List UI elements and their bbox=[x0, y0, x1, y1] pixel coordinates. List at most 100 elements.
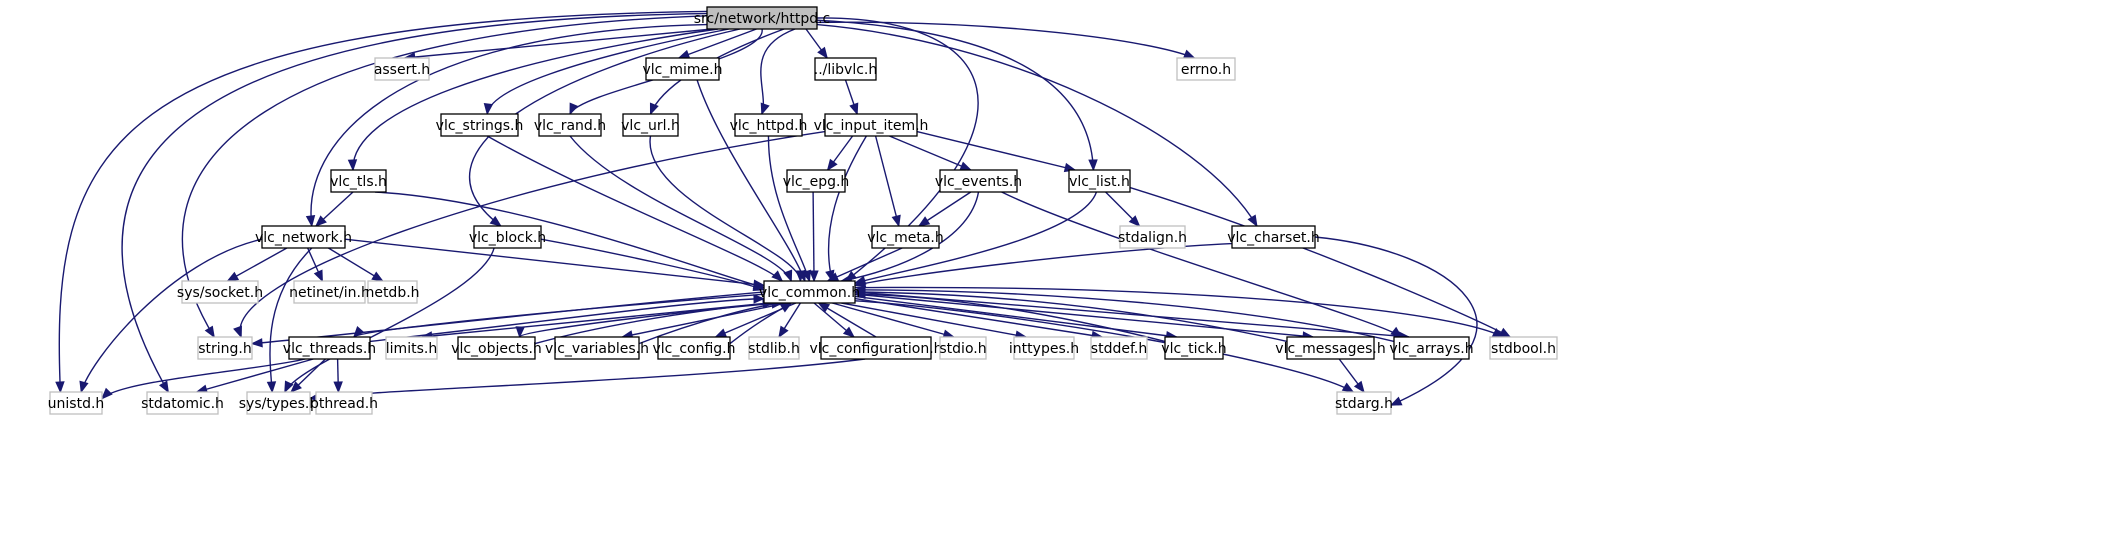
edge-line bbox=[1314, 236, 1478, 406]
edge-arrowhead bbox=[1128, 215, 1141, 227]
node-label: vlc_messages.h bbox=[1275, 341, 1385, 357]
node-pthread-h: pthread.h bbox=[310, 391, 378, 415]
edge-httpd-h-to-common bbox=[767, 135, 811, 283]
node-vlc-objects-h[interactable]: vlc_objects.h bbox=[451, 336, 542, 360]
node-label: vlc_block.h bbox=[469, 230, 546, 246]
node-label: stdalign.h bbox=[1118, 230, 1187, 246]
edge-input-item-to-string bbox=[233, 130, 826, 339]
edge-line bbox=[678, 28, 757, 59]
edge-line bbox=[196, 358, 314, 393]
edge-epg-to-common bbox=[809, 191, 819, 283]
edge-arrowhead bbox=[313, 269, 323, 283]
node-label: vlc_common.h bbox=[759, 285, 860, 301]
node-vlc-rand-h[interactable]: vlc_rand.h bbox=[534, 113, 606, 137]
node-label: stddef.h bbox=[1091, 341, 1147, 357]
edge-arrowhead bbox=[917, 216, 931, 227]
node-box bbox=[939, 169, 1018, 193]
node-vlc-block-h[interactable]: vlc_block.h bbox=[469, 225, 546, 249]
edge-line bbox=[328, 247, 384, 282]
node-vlc-variables-h[interactable]: vlc_variables.h bbox=[545, 336, 649, 360]
edge-arrowhead bbox=[826, 158, 838, 172]
node-box bbox=[706, 6, 818, 30]
edge-arrowhead bbox=[801, 269, 811, 283]
node-vlc-charset-h[interactable]: vlc_charset.h bbox=[1227, 225, 1320, 249]
node-label: vlc_configuration.h bbox=[809, 341, 942, 357]
node-box bbox=[457, 336, 536, 360]
node-vlc-mime-h[interactable]: vlc_mime.h bbox=[643, 57, 723, 81]
node-vlc-list-h[interactable]: vlc_list.h bbox=[1068, 169, 1131, 193]
node-label: vlc_network.h bbox=[255, 230, 352, 246]
node-box bbox=[820, 336, 932, 360]
edge-arrowhead bbox=[314, 215, 327, 227]
node-box bbox=[554, 336, 640, 360]
node-label: netdb.h bbox=[365, 285, 419, 301]
node-label: errno.h bbox=[1181, 62, 1231, 78]
node-vlc-url-h[interactable]: vlc_url.h bbox=[621, 113, 680, 137]
node-label: vlc_charset.h bbox=[1227, 230, 1320, 246]
node-netdb-h: netdb.h bbox=[365, 280, 420, 304]
edge-arrowhead bbox=[1247, 214, 1258, 228]
node-vlc-messages-h[interactable]: vlc_messages.h bbox=[1275, 336, 1386, 360]
node-box bbox=[871, 225, 940, 249]
edge-line bbox=[812, 191, 815, 282]
edge-arrowhead bbox=[569, 102, 579, 116]
node-box bbox=[1176, 57, 1236, 81]
edge-httpd-to-libvlc bbox=[805, 28, 828, 60]
node-vlc-config-h[interactable]: vlc_config.h bbox=[652, 336, 736, 360]
edge-line bbox=[369, 297, 765, 343]
edge-line bbox=[622, 302, 787, 338]
node-label: vlc_url.h bbox=[621, 118, 680, 134]
node-libvlc-h[interactable]: ../libvlc.h bbox=[814, 57, 877, 81]
node-label: assert.h bbox=[374, 62, 430, 78]
edge-arrowhead bbox=[959, 161, 973, 171]
edge-line bbox=[101, 358, 306, 400]
node-vlc-tls-h[interactable]: vlc_tls.h bbox=[330, 169, 387, 193]
edge-arrowhead bbox=[233, 325, 242, 339]
node-vlc-network-h[interactable]: vlc_network.h bbox=[255, 225, 352, 249]
edge-common-to-stdbool bbox=[854, 286, 1505, 338]
node-label: vlc_rand.h bbox=[534, 118, 606, 134]
node-label: stdarg.h bbox=[1335, 396, 1393, 412]
edge-arrowhead bbox=[371, 271, 384, 282]
node-vlc-tick-h[interactable]: vlc_tick.h bbox=[1161, 336, 1227, 360]
edge-charset-to-common bbox=[853, 242, 1233, 288]
edge-block-to-sys-types bbox=[284, 247, 495, 394]
node-vlc-input-item-h[interactable]: vlc_input_item.h bbox=[814, 113, 929, 137]
edge-arrowhead bbox=[250, 338, 263, 348]
node-box bbox=[374, 57, 430, 81]
node-vlc-common-h[interactable]: vlc_common.h bbox=[759, 280, 860, 304]
node-vlc-arrays-h[interactable]: vlc_arrays.h bbox=[1389, 336, 1474, 360]
node-vlc-threads-h[interactable]: vlc_threads.h bbox=[283, 336, 376, 360]
edge-arrowhead bbox=[760, 102, 770, 116]
edge-line bbox=[854, 242, 1233, 287]
edge-arrowhead bbox=[771, 270, 784, 282]
node-vlc-meta-h[interactable]: vlc_meta.h bbox=[867, 225, 944, 249]
edge-line bbox=[854, 291, 1410, 338]
edge-arrowhead bbox=[489, 215, 502, 227]
node-netinet-in-h: netinet/in.h bbox=[289, 280, 370, 304]
node-label: src/network/httpd.c bbox=[694, 11, 831, 27]
edge-line bbox=[352, 28, 719, 171]
node-box bbox=[1164, 336, 1224, 360]
node-httpd-c[interactable]: src/network/httpd.c bbox=[694, 6, 831, 30]
node-box bbox=[181, 280, 259, 304]
edge-input-item-to-meta bbox=[874, 135, 901, 228]
edge-arrowhead bbox=[1353, 380, 1365, 394]
node-box bbox=[657, 336, 731, 360]
edge-threads-to-common bbox=[369, 294, 766, 343]
node-vlc-strings-h[interactable]: vlc_strings.h bbox=[436, 113, 524, 137]
edge-arrowhead bbox=[284, 380, 294, 394]
edge-arrowhead bbox=[1182, 49, 1196, 59]
edge-threads-to-unistd bbox=[101, 358, 306, 400]
edge-strings-to-common bbox=[486, 135, 784, 282]
edge-arrowhead bbox=[1341, 382, 1355, 393]
edge-arrowhead bbox=[849, 102, 859, 116]
node-vlc-httpd-h[interactable]: vlc_httpd.h bbox=[730, 113, 808, 137]
node-box bbox=[786, 169, 846, 193]
node-vlc-epg-h[interactable]: vlc_epg.h bbox=[783, 169, 850, 193]
node-vlc-configuration-h[interactable]: vlc_configuration.h bbox=[809, 336, 943, 360]
edge-network-to-unistd bbox=[79, 238, 263, 394]
node-label: vlc_arrays.h bbox=[1389, 341, 1473, 357]
edge-line bbox=[854, 293, 1166, 343]
node-vlc-events-h[interactable]: vlc_events.h bbox=[935, 169, 1022, 193]
